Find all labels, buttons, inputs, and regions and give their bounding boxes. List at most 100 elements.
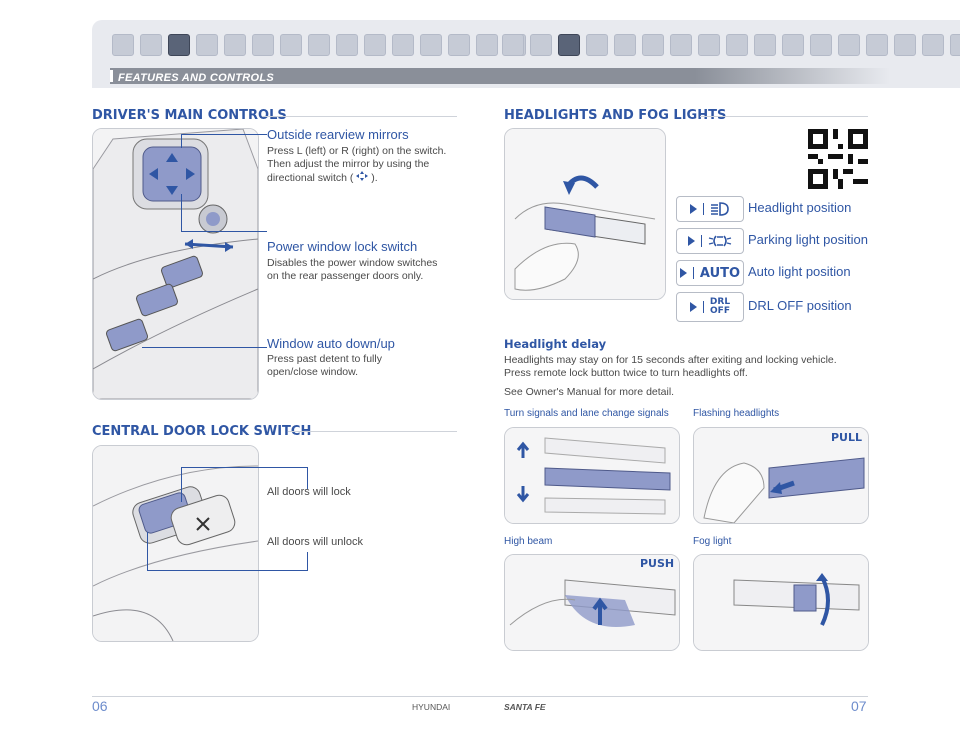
- high-beam-photo: [504, 554, 680, 651]
- push-label: PUSH: [640, 557, 675, 570]
- auto-down-desc-line: Press past detent to fully: [267, 353, 382, 365]
- feature-icon[interactable]: [894, 34, 916, 56]
- headlights-title: HEADLIGHTS AND FOG LIGHTS: [504, 108, 727, 123]
- auto-light-position-label: Auto light position: [748, 264, 851, 279]
- mirrors-desc-line: directional switch ( ).: [267, 171, 378, 184]
- feature-icon[interactable]: [726, 34, 748, 56]
- callout-line: [181, 134, 267, 135]
- feature-icon-selected[interactable]: [558, 34, 580, 56]
- headlight-delay-desc: Headlights may stay on for 15 seconds af…: [504, 354, 874, 399]
- feature-icon[interactable]: [140, 34, 162, 56]
- fog-light-caption: Fog light: [693, 536, 732, 547]
- turn-signal-caption: Turn signals and lane change signals: [504, 408, 669, 419]
- feature-icon[interactable]: [586, 34, 608, 56]
- feature-icon[interactable]: [950, 34, 960, 56]
- delay-line: Headlights may stay on for 15 seconds af…: [504, 354, 837, 366]
- auto-down-desc: Press past detent to fully open/close wi…: [267, 353, 462, 379]
- auto-light-icon: AUTO: [699, 265, 741, 281]
- high-beam-caption: High beam: [504, 536, 553, 547]
- feature-icon[interactable]: [252, 34, 274, 56]
- window-lock-desc-line: on the rear passenger doors only.: [267, 270, 424, 282]
- delay-line: See Owner's Manual for more detail.: [504, 386, 675, 398]
- all-doors-lock-text: All doors will lock: [267, 486, 351, 498]
- feature-icon[interactable]: [782, 34, 804, 56]
- auto-down-desc-line: open/close window.: [267, 366, 359, 378]
- footer-model: SANTA FE: [504, 702, 546, 712]
- footer-brand: HYUNDAI: [412, 702, 451, 712]
- page-number-left: 06: [92, 698, 108, 714]
- delay-line: Press remote lock button twice to turn h…: [504, 367, 748, 379]
- window-lock-label: Power window lock switch: [267, 239, 418, 254]
- qr-code: [808, 129, 868, 189]
- callout-line: [307, 467, 308, 489]
- mirrors-desc-line: Then adjust the mirror by using the: [267, 158, 430, 170]
- feature-icon[interactable]: [392, 34, 414, 56]
- feature-icon[interactable]: [364, 34, 386, 56]
- callout-line: [147, 570, 308, 571]
- feature-icon[interactable]: [196, 34, 218, 56]
- drl-off-position-label: DRL OFF position: [748, 298, 852, 313]
- central-door-lock-title: CENTRAL DOOR LOCK SWITCH: [92, 424, 312, 439]
- feature-icon[interactable]: [530, 34, 552, 56]
- section-label-bar: FEATURES AND CONTROLS: [110, 68, 890, 84]
- feature-icon[interactable]: [224, 34, 246, 56]
- turn-signal-photo: [504, 427, 680, 524]
- parking-light-position-label: Parking light position: [748, 232, 868, 247]
- window-lock-desc-line: Disables the power window switches: [267, 257, 438, 269]
- feature-icon[interactable]: [698, 34, 720, 56]
- callout-line: [307, 552, 308, 570]
- feature-icon[interactable]: [642, 34, 664, 56]
- callout-line: [181, 467, 182, 502]
- fog-light-photo: [693, 554, 869, 651]
- feature-icon[interactable]: [420, 34, 442, 56]
- feature-icon-selected[interactable]: [168, 34, 190, 56]
- feature-icon[interactable]: [112, 34, 134, 56]
- feature-icon[interactable]: [866, 34, 888, 56]
- divider: [288, 431, 457, 432]
- headlight-position-label: Headlight position: [748, 200, 852, 215]
- feature-icon[interactable]: [838, 34, 860, 56]
- section-label: FEATURES AND CONTROLS: [118, 72, 275, 84]
- driver-controls-photo: [92, 128, 259, 400]
- divider: [262, 116, 457, 117]
- directional-switch-icon: [356, 171, 369, 181]
- drl-off-icon: DRL OFF: [709, 297, 731, 316]
- auto-light-icon-box: AUTO: [676, 260, 744, 286]
- feature-icon[interactable]: [336, 34, 358, 56]
- pointer-arrow-icon: [689, 302, 697, 312]
- door-lock-photo: [92, 445, 259, 642]
- drl-off-icon-box: DRL OFF: [676, 292, 744, 322]
- callout-line: [142, 347, 267, 348]
- feature-icon[interactable]: [448, 34, 470, 56]
- callout-line: [147, 532, 148, 570]
- feature-icon[interactable]: [614, 34, 636, 56]
- callout-line: [181, 194, 182, 232]
- headlight-position-icon-box: [676, 196, 744, 222]
- feature-icon[interactable]: [922, 34, 944, 56]
- feature-icon[interactable]: [670, 34, 692, 56]
- feature-icon[interactable]: [280, 34, 302, 56]
- feature-icon-strip-right: [502, 34, 960, 58]
- window-lock-desc: Disables the power window switches on th…: [267, 257, 462, 283]
- parking-light-icon-box: [676, 228, 744, 254]
- headlight-delay-title: Headlight delay: [504, 337, 607, 351]
- feature-icon[interactable]: [502, 34, 524, 56]
- feature-icon[interactable]: [810, 34, 832, 56]
- mirrors-desc-line: Press L (left) or R (right) on the switc…: [267, 145, 447, 157]
- parking-light-icon: [708, 235, 732, 247]
- callout-line: [181, 231, 267, 232]
- feature-icon-strip-left: [112, 34, 526, 58]
- feature-icon[interactable]: [308, 34, 330, 56]
- mirrors-label: Outside rearview mirrors: [267, 127, 409, 142]
- feature-icon[interactable]: [754, 34, 776, 56]
- flashing-caption: Flashing headlights: [693, 408, 780, 419]
- callout-line: [181, 134, 182, 148]
- divider: [700, 116, 868, 117]
- auto-down-label: Window auto down/up: [267, 336, 395, 351]
- pointer-arrow-icon: [688, 236, 695, 246]
- headlight-icon: [711, 202, 729, 216]
- callout-line: [181, 467, 308, 468]
- feature-icon[interactable]: [476, 34, 498, 56]
- pointer-arrow-icon: [679, 268, 687, 278]
- pull-label: PULL: [831, 431, 863, 444]
